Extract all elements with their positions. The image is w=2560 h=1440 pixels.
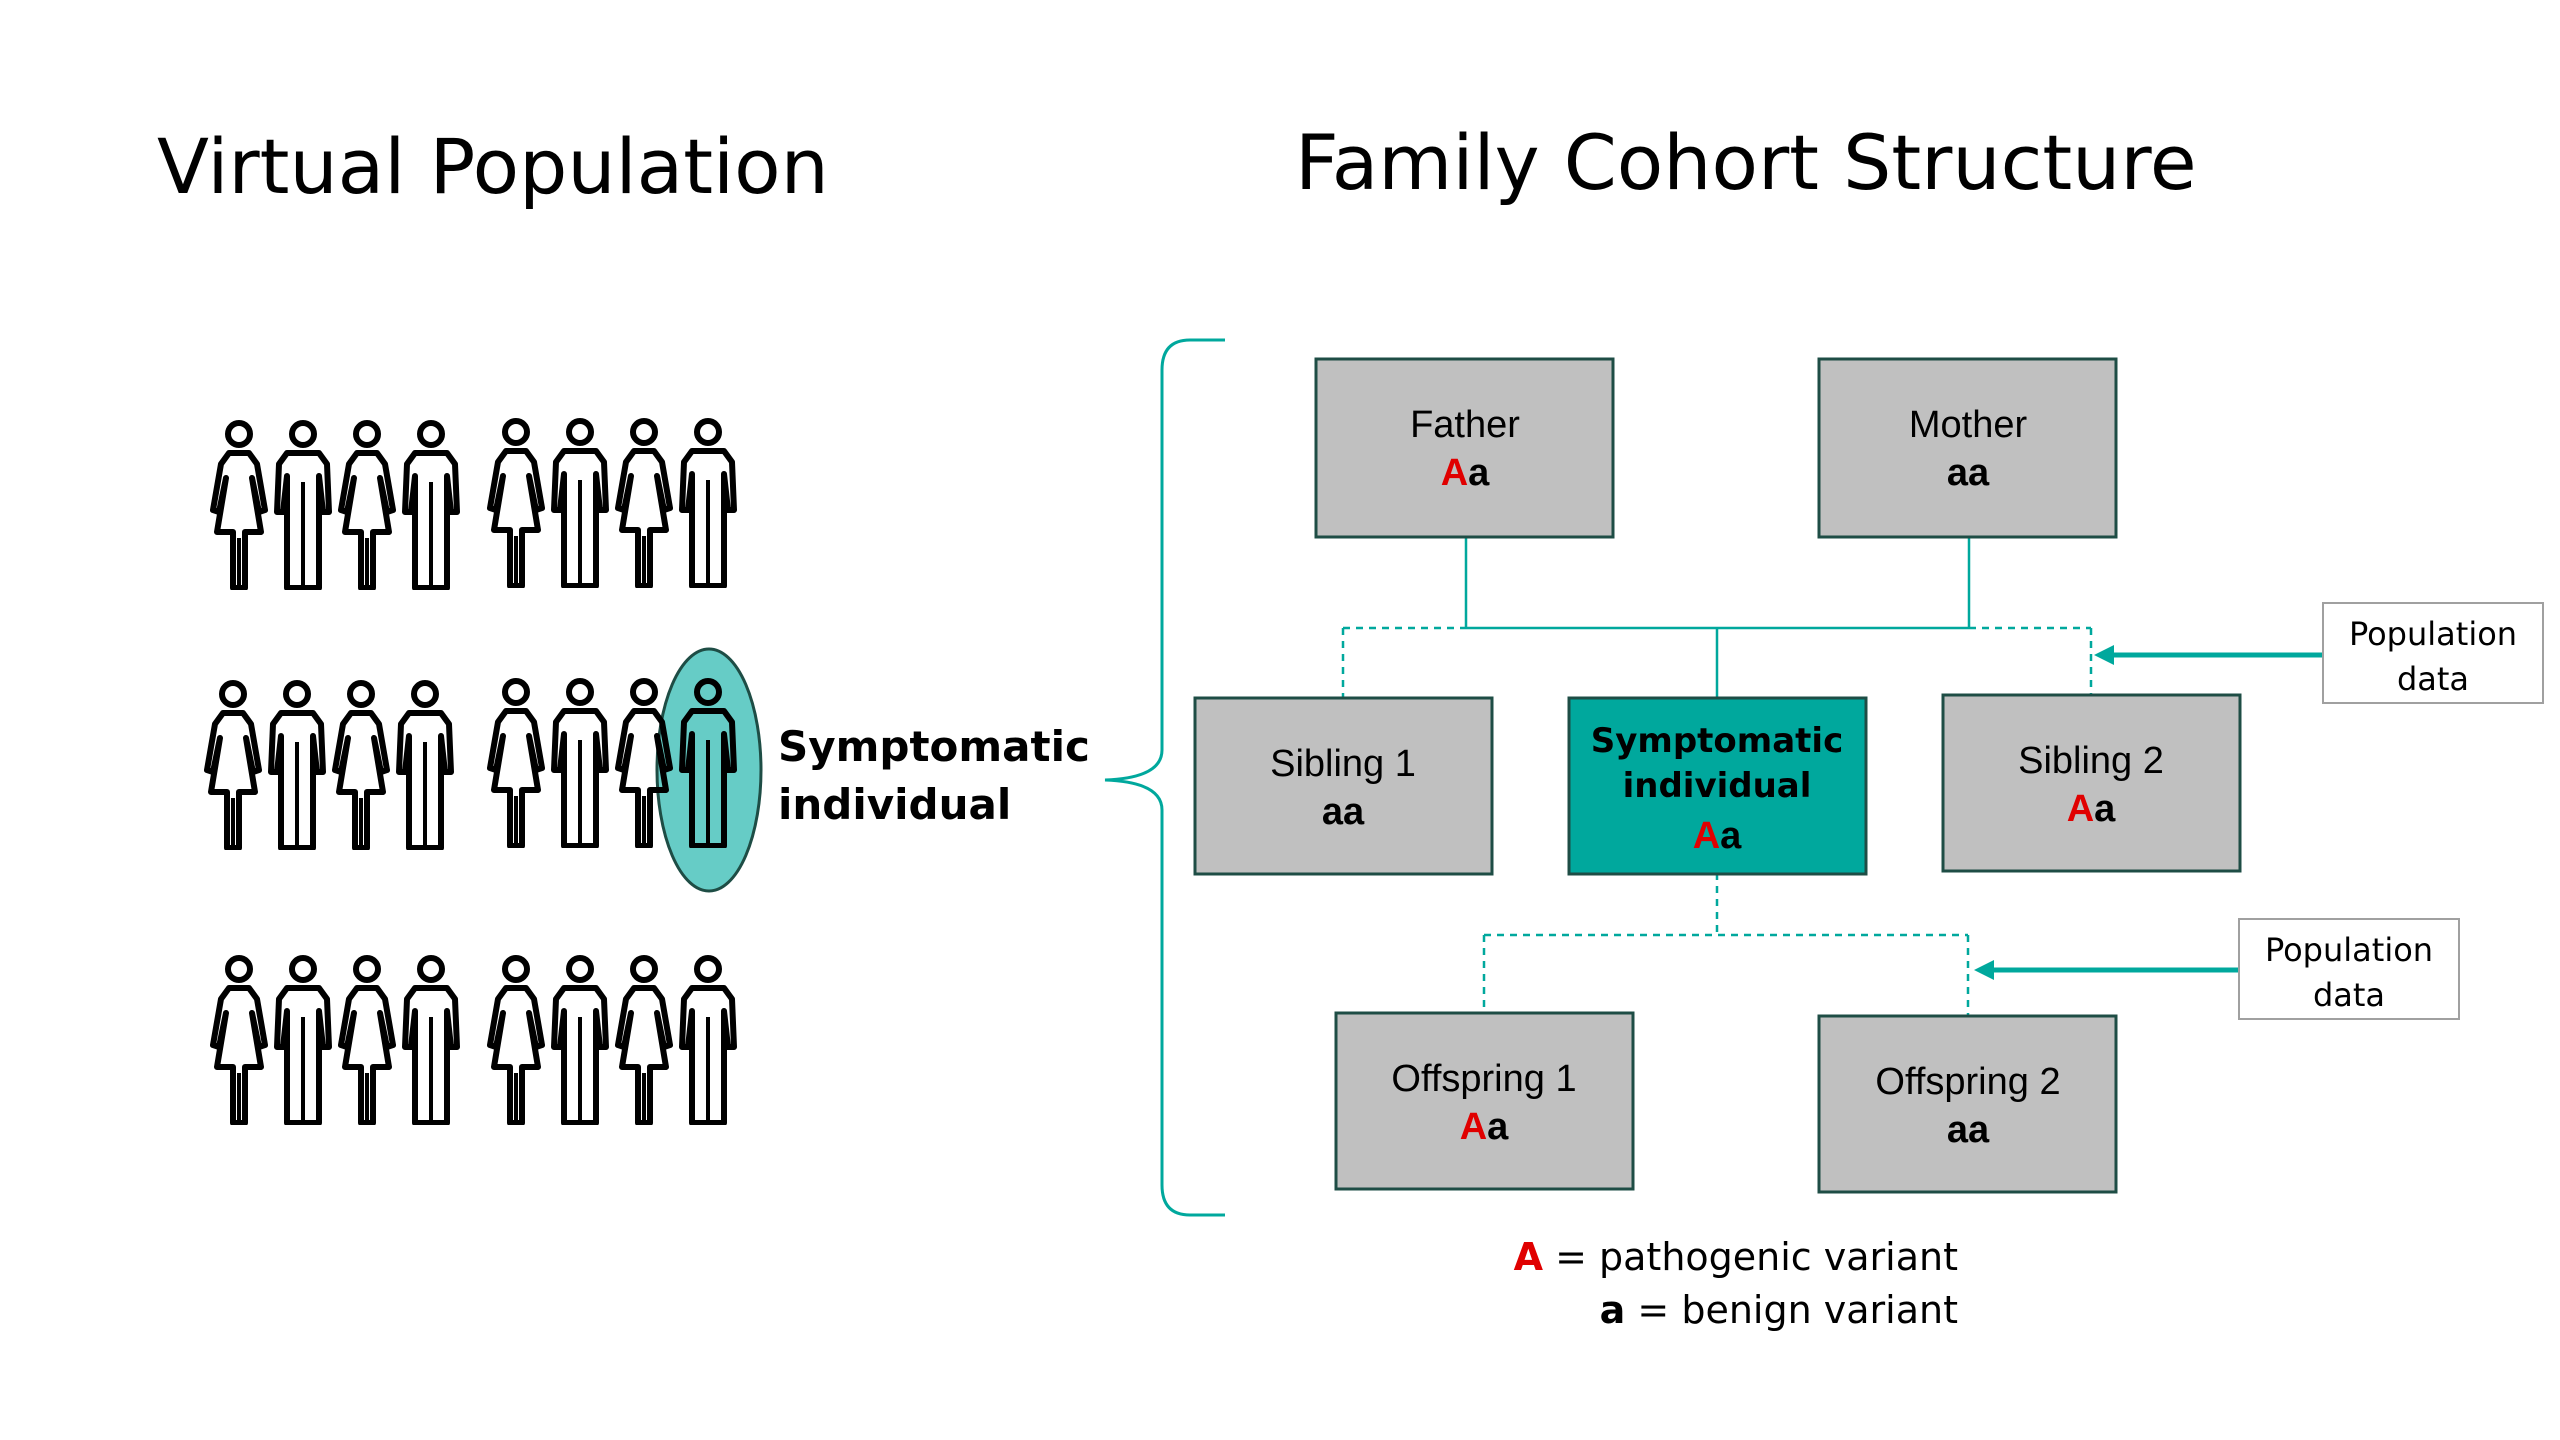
female-figure-icon — [207, 683, 259, 848]
female-figure-icon — [335, 683, 387, 848]
father-label: Father — [1410, 404, 1520, 446]
proband-label-line2: individual — [1623, 766, 1812, 806]
male-figure-icon — [277, 423, 329, 588]
female-figure-icon — [490, 958, 542, 1123]
population-row — [213, 958, 734, 1123]
female-figure-icon — [618, 958, 670, 1123]
sibling2-genotype-minor: a — [2094, 788, 2116, 830]
mother-label: Mother — [1909, 404, 2028, 446]
legend-pathogenic: A = pathogenic variant — [1514, 1235, 1958, 1279]
sibling2-genotype-major: A — [2067, 788, 2094, 830]
family-cohort-title: Family Cohort Structure — [1295, 118, 2197, 207]
offspring2-genotype-minor: aa — [1947, 1109, 1990, 1151]
offspring1-genotype-minor: a — [1487, 1106, 1509, 1148]
population-data-arrow — [2094, 645, 2322, 665]
legend-pathogenic-symbol: A — [1513, 1235, 1543, 1279]
female-figure-icon — [341, 423, 393, 588]
population-data-note-line1: Population — [2264, 931, 2434, 969]
male-figure-icon — [554, 681, 606, 846]
proband-box: Symptomatic individual Aa — [1567, 696, 1868, 876]
male-figure-icon — [682, 421, 734, 586]
legend-pathogenic-text: = pathogenic variant — [1555, 1235, 1958, 1279]
male-figure-icon — [277, 958, 329, 1123]
population-row — [207, 681, 734, 848]
population-data-arrow — [1974, 960, 2238, 980]
legend-benign-symbol: a — [1599, 1288, 1626, 1332]
female-figure-icon — [490, 681, 542, 846]
male-figure-icon — [271, 683, 323, 848]
father-genotype-minor: a — [1468, 452, 1490, 494]
male-figure-icon — [405, 423, 457, 588]
population-row — [213, 421, 734, 588]
male-figure-icon — [405, 958, 457, 1123]
sibling1-genotype-minor: aa — [1322, 791, 1365, 833]
svg-text:aa: aa — [1947, 452, 1990, 494]
population-data-note-line2: data — [2312, 976, 2386, 1014]
svg-text:Aa: Aa — [1441, 452, 1490, 494]
sibling2-box: Sibling 2 Aa — [1941, 693, 2242, 873]
proband-genotype-minor: a — [1720, 815, 1742, 857]
male-figure-icon — [554, 421, 606, 586]
population-data-note-line2: data — [2396, 660, 2470, 698]
offspring2-box: Offspring 2 aa — [1817, 1014, 2118, 1194]
svg-text:Aa: Aa — [2067, 788, 2116, 830]
offspring1-box: Offspring 1 Aa — [1334, 1011, 1635, 1191]
sibling1-label: Sibling 1 — [1270, 743, 1416, 785]
father-box: Father Aa — [1314, 357, 1615, 539]
svg-text:Aa: Aa — [1460, 1106, 1509, 1148]
female-figure-icon — [490, 421, 542, 586]
mother-box: Mother aa — [1817, 357, 2118, 539]
svg-text:aa: aa — [1322, 791, 1365, 833]
offspring1-label: Offspring 1 — [1391, 1058, 1576, 1100]
male-figure-icon — [682, 958, 734, 1123]
legend-benign-text: = benign variant — [1637, 1288, 1958, 1332]
sibling2-label: Sibling 2 — [2018, 740, 2164, 782]
female-figure-icon — [213, 958, 265, 1123]
female-figure-icon — [618, 421, 670, 586]
proband-genotype-major: A — [1693, 815, 1720, 857]
symptomatic-callout-line1: Symptomatic — [778, 722, 1090, 771]
population-data-note-line1: Population — [2348, 615, 2518, 653]
virtual-population-title: Virtual Population — [157, 122, 829, 211]
symptomatic-callout-line2: individual — [778, 780, 1012, 829]
male-figure-icon — [399, 683, 451, 848]
cohort-brace — [1104, 338, 1225, 1217]
female-figure-icon — [341, 958, 393, 1123]
female-figure-icon — [213, 423, 265, 588]
proband-label-line1: Symptomatic — [1591, 721, 1843, 761]
svg-text:aa: aa — [1947, 1109, 1990, 1151]
pedigree-dashed-lines — [1341, 626, 2093, 1016]
father-genotype-major: A — [1441, 452, 1468, 494]
svg-text:Aa: Aa — [1693, 815, 1742, 857]
legend-benign: a = benign variant — [1600, 1288, 1958, 1332]
symptomatic-callout: Symptomatic individual — [778, 718, 1090, 834]
offspring1-genotype-major: A — [1460, 1106, 1487, 1148]
offspring2-label: Offspring 2 — [1875, 1061, 2060, 1103]
mother-genotype-minor: aa — [1947, 452, 1990, 494]
pedigree-lines — [1464, 537, 1971, 698]
male-figure-icon — [554, 958, 606, 1123]
sibling1-box: Sibling 1 aa — [1193, 696, 1494, 876]
population-data-note-1: Population data — [2322, 602, 2544, 704]
population-data-note-2: Population data — [2238, 918, 2460, 1020]
